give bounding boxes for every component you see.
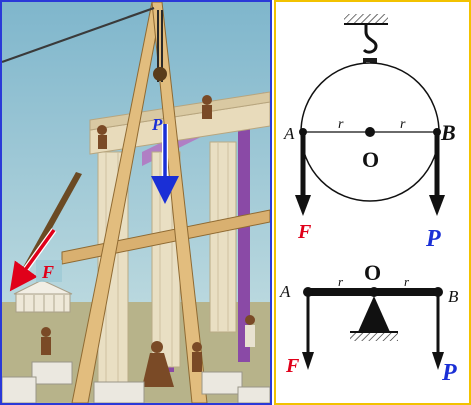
lever-label-b: B — [448, 287, 459, 306]
physics-diagram-panel: A B O r r F P A B O — [274, 0, 471, 405]
pulley-label-r-right: r — [400, 117, 406, 132]
force-p-label: P — [151, 115, 163, 134]
ceiling-support — [344, 14, 388, 24]
lever-label-o: O — [364, 260, 381, 285]
fulcrum-icon — [358, 296, 390, 332]
a-frame-crane — [2, 2, 208, 403]
hook-icon — [362, 24, 378, 54]
crane-illustration: P F — [2, 2, 270, 403]
pulley-label-r-left: r — [338, 117, 344, 132]
pulley-axle — [365, 127, 375, 137]
lever-label-a: A — [279, 282, 291, 301]
workers — [41, 95, 255, 387]
lever-label-r-left: r — [338, 274, 344, 289]
pulley-label-p: P — [425, 226, 441, 252]
stone-blocks — [2, 361, 270, 403]
physics-diagrams: A B O r r F P A B O — [279, 14, 459, 386]
lever-label-p: P — [441, 360, 457, 386]
pulley-label-f: F — [297, 221, 312, 243]
lever-pivot — [369, 287, 379, 297]
pulley-label-o: O — [362, 147, 379, 172]
lever-label-r-right: r — [404, 274, 410, 289]
pulley-diagram: A B O r r F P — [283, 14, 456, 252]
lever-label-f: F — [285, 355, 300, 377]
force-f-label-bg — [36, 260, 62, 282]
pulley-label-a: A — [283, 124, 295, 143]
force-f-arrow — [9, 228, 57, 292]
crane-illustration-panel: P F — [0, 0, 272, 405]
pulley-label-b: B — [440, 120, 456, 145]
force-f-label: F — [41, 262, 54, 282]
fulcrum-base — [350, 332, 398, 341]
lever-diagram: A B O r r F P — [279, 260, 459, 386]
